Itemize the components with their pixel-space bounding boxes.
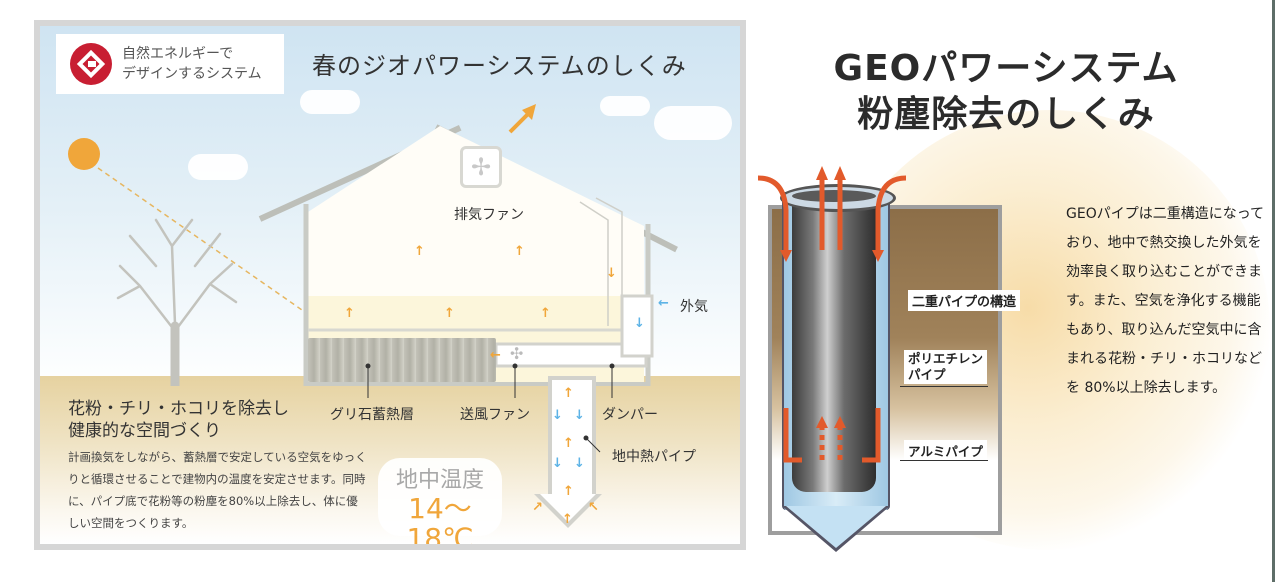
- warm-air-arrow-icon: ↑: [540, 306, 551, 321]
- headline-line-1: 花粉・チリ・ホコリを除去し: [68, 399, 289, 419]
- polyethylene-pipe-label: ポリエチレン パイプ: [904, 350, 988, 384]
- cool-air-arrow-icon: ↓: [574, 456, 585, 471]
- left-panel: 自然エネルギーで デザインするシステム 春のジオパワーシステムのしくみ: [34, 20, 746, 550]
- double-pipe-structure-label: 二重パイプの構造: [908, 290, 1021, 311]
- ground-heat-arrow-icon: ↗: [532, 500, 543, 515]
- warm-air-arrow-icon: ↑: [563, 386, 574, 401]
- cloud: [600, 96, 650, 116]
- cloud: [300, 90, 360, 114]
- ground-heat-arrow-icon: ↖: [588, 500, 599, 515]
- dust-removal-title: GEOパワーシステム 粉塵除去のしくみ: [816, 46, 1196, 138]
- ground-temperature-title: 地中温度: [395, 468, 484, 493]
- cool-air-arrow-icon: ↓: [634, 316, 645, 331]
- pipe-rim-inner: [792, 190, 876, 202]
- exhaust-fan-icon: ✢: [460, 146, 502, 188]
- cloud: [188, 154, 248, 180]
- sun-icon: [68, 138, 100, 170]
- warm-air-arrow-icon: ↑: [514, 244, 525, 259]
- leader-line: [900, 386, 988, 387]
- geo-pipe-label: 地中熱パイプ: [612, 449, 696, 465]
- pipe-tip-inner: [540, 494, 596, 522]
- good-design-logo-badge: 自然エネルギーで デザインするシステム: [56, 34, 284, 94]
- dust-removal-description: GEOパイプは二重構造になっており、地中で熱交換した外気を効率良く取り込むことが…: [1066, 206, 1265, 396]
- aluminum-pipe-tip-inner: [786, 506, 886, 548]
- ground-temperature-badge: 地中温度 14〜18℃: [378, 458, 502, 544]
- outside-air-label: 外気: [680, 299, 708, 315]
- ground-heat-arrow-icon: ↑: [562, 512, 573, 527]
- outside-air-arrow-icon: ←: [658, 296, 669, 311]
- title-line-1: GEOパワーシステム: [833, 48, 1179, 89]
- warm-air-arrow-icon: ↑: [444, 306, 455, 321]
- description-text: 計画換気をしながら、蓄熱層で安定している空気をゆっくりと循環させることで建物内の…: [68, 450, 367, 530]
- diagram-title: 春のジオパワーシステムのしくみ: [312, 52, 687, 80]
- headline: 花粉・チリ・ホコリを除去し 健康的な空間づくり: [68, 398, 289, 442]
- cool-air-arrow-icon: ↓: [574, 408, 585, 423]
- supply-arrow-icon: ←: [490, 348, 501, 363]
- logo-line-2: デザインするシステム: [122, 66, 262, 82]
- title-line-2: 粉塵除去のしくみ: [857, 94, 1155, 135]
- ground-temperature-value: 14〜18℃: [406, 492, 474, 545]
- aluminum-pipe-label: アルミパイプ: [904, 440, 987, 461]
- duct-arrow-icon: ↓: [606, 266, 617, 281]
- gravel-heat-storage-layer: [308, 338, 496, 382]
- cool-air-arrow-icon: ↓: [552, 408, 563, 423]
- gravel-layer-label: グリ石蓄熱層: [330, 407, 414, 423]
- blower-fan-icon: ✣: [510, 344, 524, 363]
- polyethylene-label-line-2: パイプ: [908, 367, 946, 382]
- spring-system-illustration: 自然エネルギーで デザインするシステム 春のジオパワーシステムのしくみ: [40, 26, 740, 544]
- warm-air-arrow-icon: ↑: [414, 244, 425, 259]
- airflow-arrows-icon: [757, 166, 907, 463]
- tree-icon: [116, 218, 238, 386]
- warm-air-arrow-icon: ↑: [563, 484, 574, 499]
- polyethylene-label-line-1: ポリエチレン: [908, 351, 984, 366]
- leader-lines: [365, 363, 615, 453]
- damper-label: ダンパー: [602, 407, 658, 423]
- warm-air-arrow-icon: ↑: [563, 436, 574, 451]
- polyethylene-pipe: [792, 196, 876, 492]
- exhaust-fan-label: 排気ファン: [454, 207, 524, 223]
- cloud: [654, 106, 732, 140]
- cool-air-arrow-icon: ↓: [552, 456, 563, 471]
- sunbeam-line: [97, 167, 303, 311]
- blower-fan-label: 送風ファン: [460, 407, 530, 423]
- page-edge: [1272, 0, 1275, 582]
- warm-air-arrow-icon: ↑: [344, 306, 355, 321]
- logo-line-1: 自然エネルギーで: [122, 46, 234, 62]
- leader-line: [900, 460, 988, 461]
- g-mark-icon: [70, 43, 112, 85]
- headline-line-2: 健康的な空間づくり: [68, 421, 221, 441]
